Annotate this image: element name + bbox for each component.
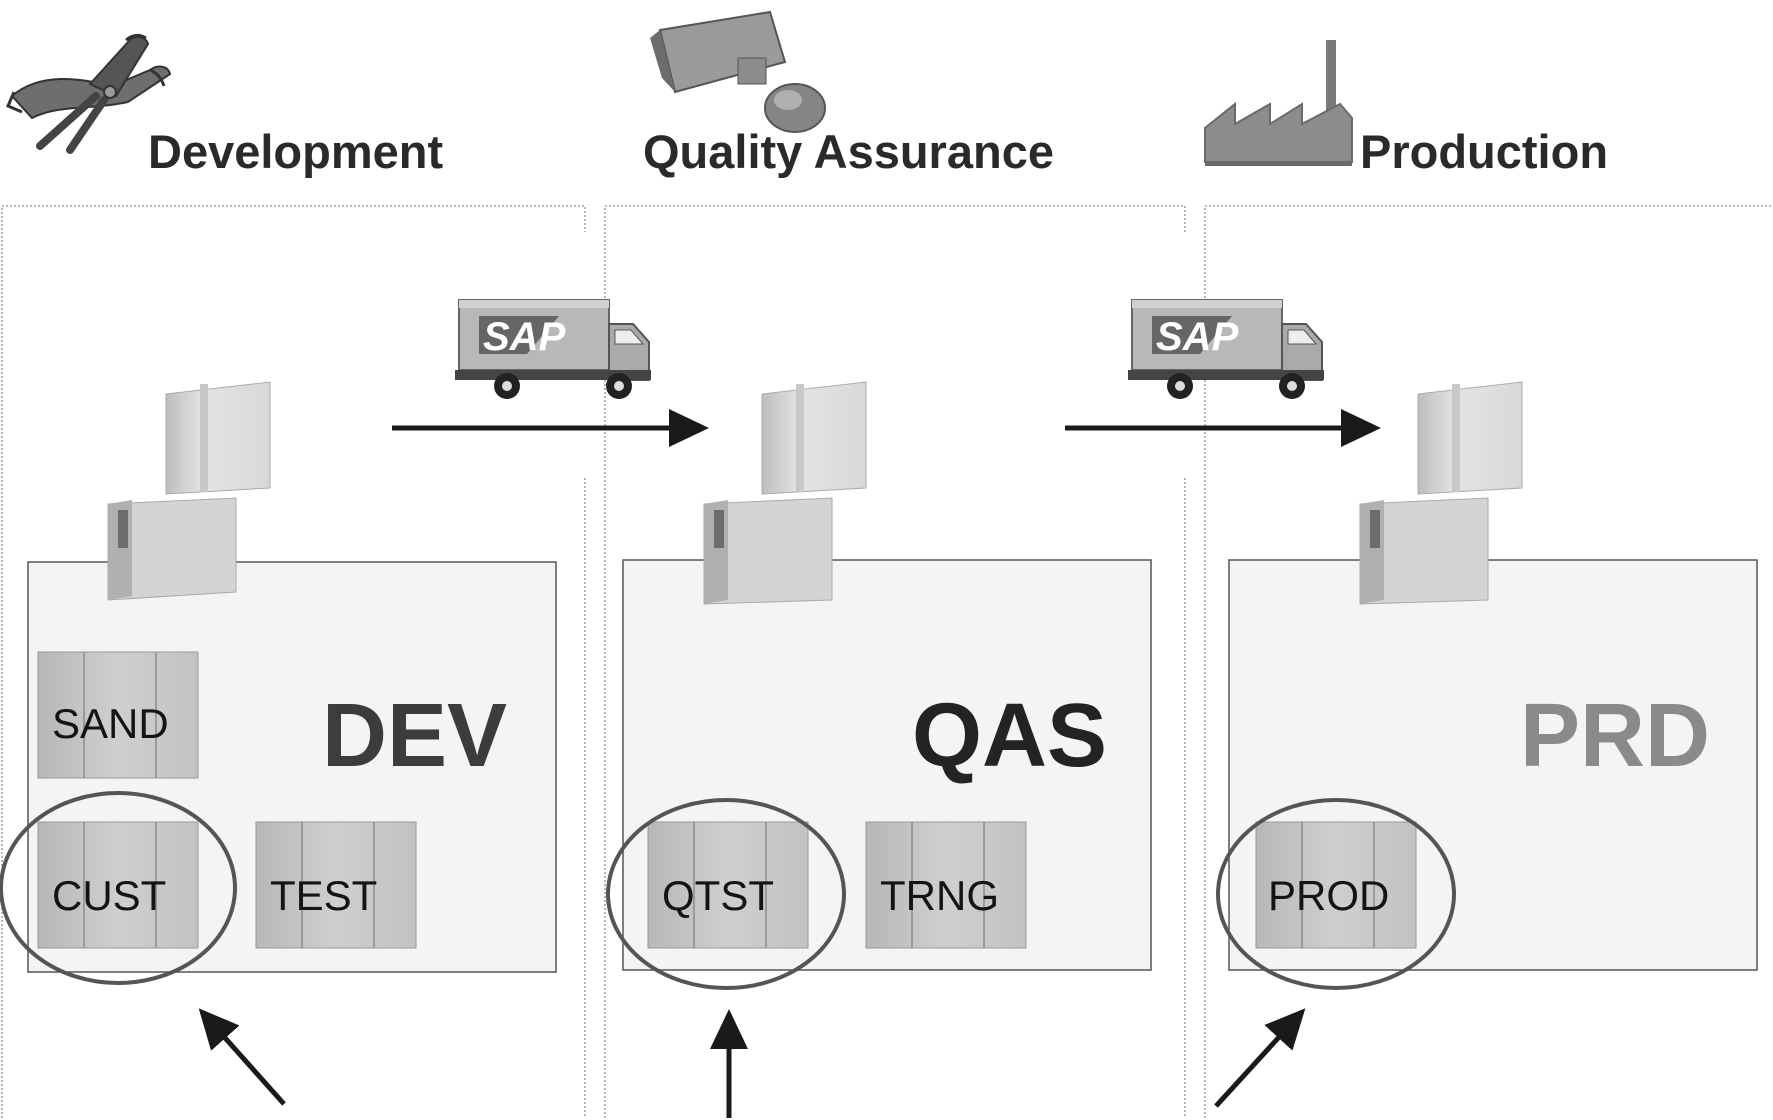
client-label-cust: CUST [52, 872, 166, 919]
client-block-prod: PROD [1255, 821, 1417, 949]
pointer-arrow-cust [198, 1008, 286, 1106]
highlight-ring-prod [1216, 798, 1456, 990]
dev-server-icon [107, 381, 271, 601]
prd-column-frame [1204, 205, 1771, 1118]
highlight-ring-qtst [606, 798, 846, 990]
client-block-trng: TRNG [865, 821, 1027, 949]
factory-icon [1204, 40, 1353, 166]
client-label-prod: PROD [1268, 872, 1389, 919]
highlight-ring-cust [0, 791, 237, 985]
pliers-wrench-icon [6, 33, 172, 154]
prd-system-name: PRD [1520, 686, 1710, 786]
client-block-test: TEST [255, 821, 417, 949]
client-label-qtst: QTST [662, 872, 774, 919]
client-label-trng: TRNG [880, 872, 999, 919]
qas-column-frame [604, 205, 1186, 1118]
transport-truck-dev-qas: SAP [455, 299, 651, 399]
transport-truck-qas-prd: SAP [1128, 299, 1324, 399]
client-label-test: TEST [270, 872, 377, 919]
stamp-icon [650, 10, 826, 133]
qas-column-title: Quality Assurance [643, 125, 1054, 178]
prd-column-title: Production [1360, 125, 1608, 178]
qas-system-name: QAS [912, 686, 1107, 786]
pointer-arrow-prod [1214, 1008, 1306, 1108]
client-block-cust: CUST [37, 821, 199, 949]
client-label-sand: SAND [52, 700, 169, 747]
client-block-qtst: QTST [647, 821, 809, 949]
truck-logo: SAP [483, 315, 566, 359]
dev-column-title: Development [148, 125, 443, 178]
prd-server-icon [1359, 381, 1523, 605]
truck-logo: SAP [1156, 315, 1239, 359]
truck-logo-box [479, 316, 559, 354]
truck-logo-box [1152, 316, 1232, 354]
qas-server-icon [703, 381, 867, 605]
column-frames [1, 205, 1771, 1118]
dev-system-name: DEV [322, 686, 507, 786]
dev-column-frame [1, 205, 586, 1118]
client-block-sand: SAND [37, 651, 199, 779]
